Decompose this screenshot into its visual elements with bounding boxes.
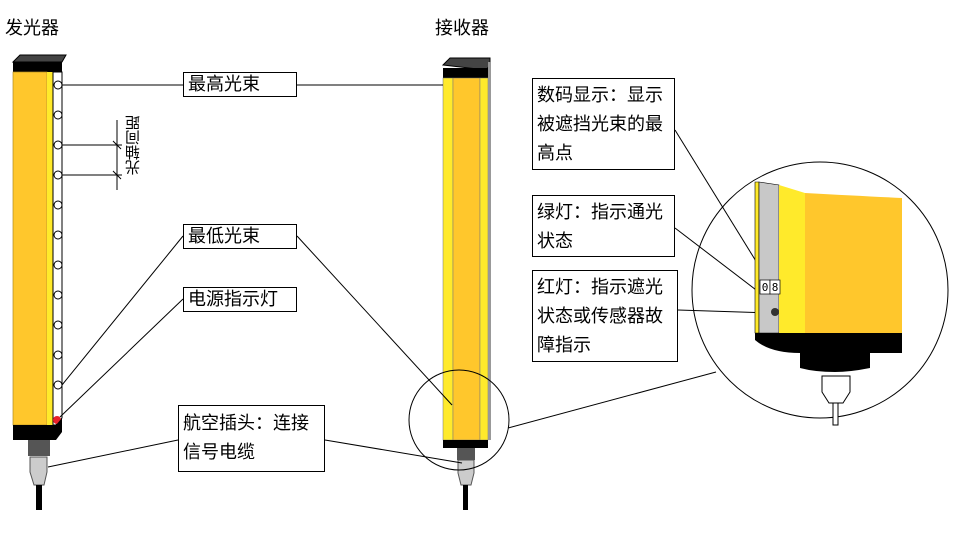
beam-lens-icon [53,350,63,360]
display-digit-2: 8 [772,281,779,294]
green-light-label: 绿灯：指示通光状态 [532,195,675,257]
receiver-title: 接收器 [435,18,489,39]
power-indicator-label: 电源指示灯 [183,287,297,312]
display-digit-1: 0 [762,281,769,294]
beam-lens-icon [53,140,63,150]
beam-lens-icon [53,380,63,390]
top-beam-label: 最高光束 [183,72,297,97]
red-light-label: 红灯：指示遮光状态或传感器故障指示 [532,270,678,362]
beam-lens-icon [53,290,63,300]
magnified-receiver-base: 0 8 [754,181,902,426]
beam-lens-icon [53,170,63,180]
emitter-title: 发光器 [5,18,59,39]
beam-lens-icon [53,80,63,90]
beam-spacing-label: 光轴间距 [124,115,142,175]
digital-display-label: 数码显示：显示被遮挡光束的最高点 [532,78,675,170]
leader-lines [47,84,949,471]
emitter-unit [11,54,67,510]
connector-label: 航空插头：连接信号电缆 [178,405,325,472]
beam-lens-icon [53,200,63,210]
beam-lens-icon [53,260,63,270]
beam-lens-icon [53,320,63,330]
beam-lens-icon [53,110,63,120]
beam-lens-icon [53,230,63,240]
red-led-icon [771,308,779,316]
bottom-beam-label: 最低光束 [183,224,297,249]
receiver-unit [441,57,491,510]
